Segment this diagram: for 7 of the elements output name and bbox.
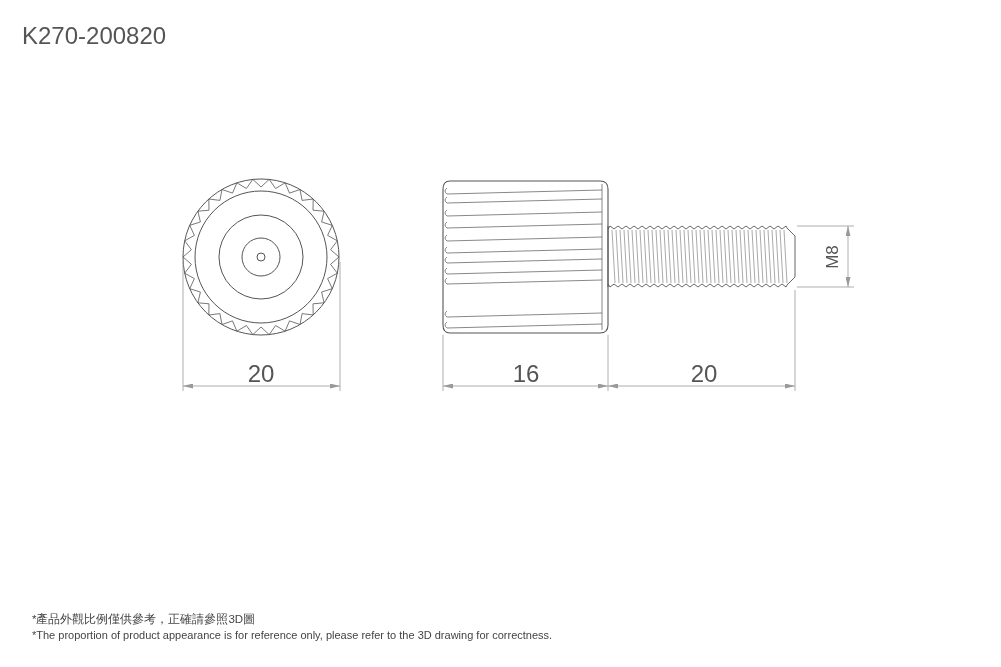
part-number-title: K270-200820: [22, 24, 167, 48]
note-text: *產品外觀比例僅供參考，正確請參照3D圖: [32, 614, 256, 626]
note-text: *The proportion of product appearance is for reference only, please refer to the 3D drawing for correctness.: [32, 630, 553, 641]
dimension-label: 20: [247, 362, 275, 386]
dimension-label: 20: [690, 362, 718, 386]
thread-size-label: M8: [823, 245, 841, 269]
dimension-label: 16: [512, 362, 540, 386]
